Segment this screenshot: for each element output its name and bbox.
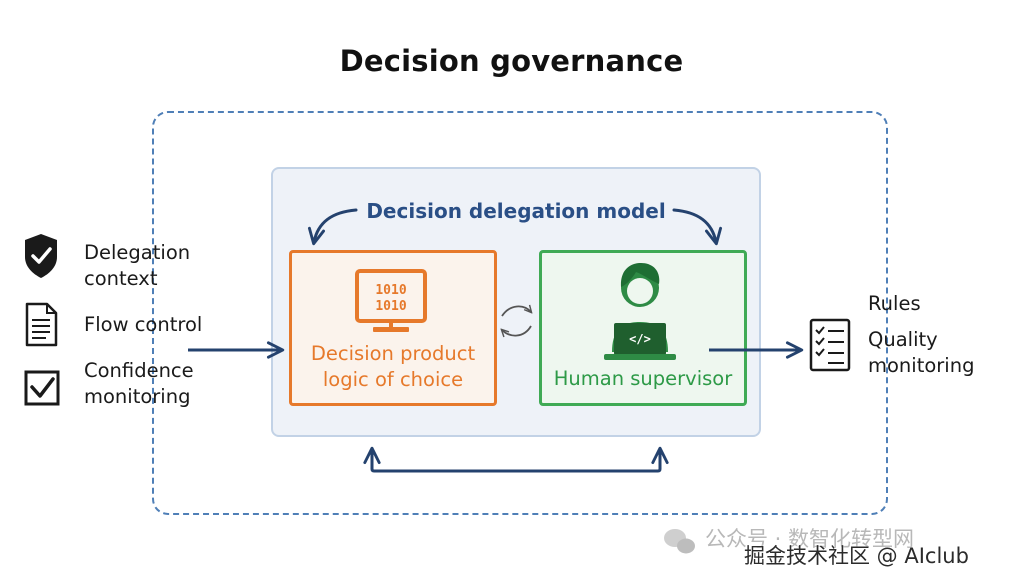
checkbox-icon [24, 370, 60, 406]
checklist-icon [809, 318, 851, 372]
monitor-bits-2: 1010 [375, 299, 406, 314]
shield-check-icon [25, 234, 57, 278]
delegation-model-label: Decision delegation model [366, 199, 666, 223]
decision-product-line-2: logic of choice [322, 368, 464, 391]
human-supervisor-label: Human supervisor [553, 367, 733, 390]
person-with-laptop-icon: </> [604, 263, 676, 360]
watermark-line-2: 掘金技术社区 @ AIclub [744, 544, 969, 568]
feedback-loop-arrow [363, 446, 669, 473]
curved-arrow-left [307, 208, 358, 246]
diagram-title: Decision governance [339, 44, 684, 78]
monitor-bits-1: 1010 [375, 283, 406, 298]
document-icon [25, 302, 58, 347]
monitor-icon: 1010 1010 [355, 269, 427, 332]
decision-product-line-1: Decision product [310, 342, 476, 365]
quality-monitoring-label: Quality monitoring [868, 328, 975, 377]
curved-arrow-right [672, 208, 723, 246]
confidence-monitoring-label: Confidence monitoring [84, 359, 194, 408]
delegation-context-label: Delegation context [84, 241, 191, 290]
laptop-code-symbol: </> [629, 332, 651, 346]
watermark-line-1: 公众号 · 数智化转型网 [705, 527, 915, 551]
exchange-icon [502, 306, 531, 335]
wechat-logo-icon [664, 529, 695, 554]
decision-product-label: Decision product logic of choice [289, 341, 497, 393]
flow-control-label: Flow control [84, 313, 203, 336]
rules-label: Rules [868, 292, 921, 315]
governance-boundary [152, 111, 888, 515]
